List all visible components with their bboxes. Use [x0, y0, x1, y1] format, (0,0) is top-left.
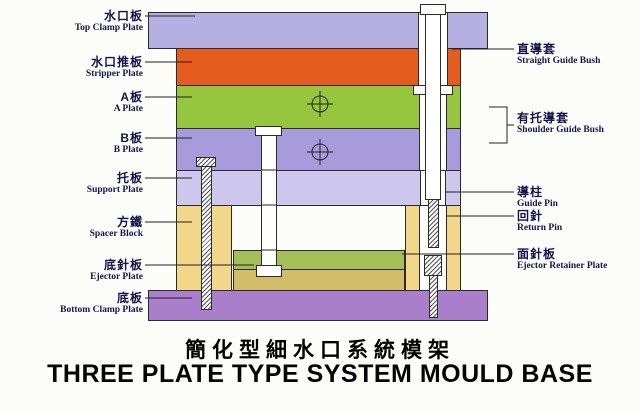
label-stripper-plate-zh: 水口推板	[90, 55, 143, 69]
guide-pin-shaft	[425, 14, 441, 200]
label-shoulder-guide-bush-zh: 有托導套	[517, 111, 570, 125]
label-ejector-retainer-plate: 面針板 Ejector Retainer Plate	[517, 247, 639, 272]
label-a-plate: A板 A Plate	[5, 90, 143, 115]
label-stripper-plate-en: Stripper Plate	[85, 69, 143, 80]
label-a-plate-zh: A板	[120, 90, 143, 104]
guide-pin-tip	[428, 199, 439, 248]
return-pin-shaft	[429, 275, 438, 318]
label-return-pin-en: Return Pin	[517, 223, 563, 234]
label-guide-pin-en: Guide Pin	[517, 199, 558, 210]
label-straight-guide-bush: 直導套 Straight Guide Bush	[517, 42, 637, 67]
label-b-plate-zh: B板	[120, 131, 143, 145]
label-a-plate-en: A Plate	[113, 104, 143, 115]
label-return-pin-zh: 回針	[517, 209, 544, 223]
return-pin-head	[424, 255, 442, 276]
label-spacer-block-zh: 方鐵	[116, 215, 143, 229]
label-bottom-clamp-plate-en: Bottom Clamp Plate	[60, 305, 143, 316]
label-ejector-plate: 底針板 Ejector Plate	[5, 258, 143, 283]
label-support-plate: 托板 Support Plate	[5, 171, 143, 196]
label-b-plate-en: B Plate	[113, 145, 143, 156]
label-ejector-plate-en: Ejector Plate	[90, 272, 143, 283]
title-english: THREE PLATE TYPE SYSTEM MOULD BASE	[47, 360, 593, 388]
stripper-plate	[176, 48, 461, 86]
label-ejector-plate-zh: 底針板	[103, 258, 143, 272]
label-guide-pin-zh: 導柱	[517, 185, 544, 199]
title-chinese: 簡化型細水口系統模架	[185, 339, 455, 362]
label-shoulder-guide-bush-en: Shoulder Guide Bush	[517, 125, 604, 136]
label-straight-guide-bush-zh: 直導套	[517, 42, 557, 56]
label-bottom-clamp-plate: 底板 Bottom Clamp Plate	[5, 291, 143, 316]
label-return-pin: 回針 Return Pin	[517, 209, 637, 234]
bracket-shoulder-guide-bush	[489, 106, 508, 144]
screw-pin-shaft	[201, 166, 212, 310]
label-support-plate-zh: 托板	[116, 171, 143, 185]
label-shoulder-guide-bush: 有托導套 Shoulder Guide Bush	[517, 111, 637, 136]
label-ejector-retainer-plate-en: Ejector Retainer Plate	[517, 261, 608, 272]
label-straight-guide-bush-en: Straight Guide Bush	[517, 56, 601, 67]
label-spacer-block-en: Spacer Block	[89, 229, 143, 240]
label-ejector-retainer-plate-zh: 面針板	[517, 247, 557, 261]
label-top-clamp-plate: 水口板 Top Clamp Plate	[5, 9, 143, 34]
label-spacer-block: 方鐵 Spacer Block	[5, 215, 143, 240]
label-b-plate: B板 B Plate	[5, 131, 143, 156]
label-support-plate-en: Support Plate	[86, 185, 143, 196]
label-guide-pin: 導柱 Guide Pin	[517, 185, 637, 210]
center-guide-pin-shaft	[261, 135, 277, 266]
label-top-clamp-plate-zh: 水口板	[103, 9, 143, 23]
label-bottom-clamp-plate-zh: 底板	[116, 291, 143, 305]
label-top-clamp-plate-en: Top Clamp Plate	[74, 23, 143, 34]
center-guide-pin-foot	[256, 265, 282, 277]
label-stripper-plate: 水口推板 Stripper Plate	[5, 55, 143, 80]
support-plate	[176, 170, 461, 206]
